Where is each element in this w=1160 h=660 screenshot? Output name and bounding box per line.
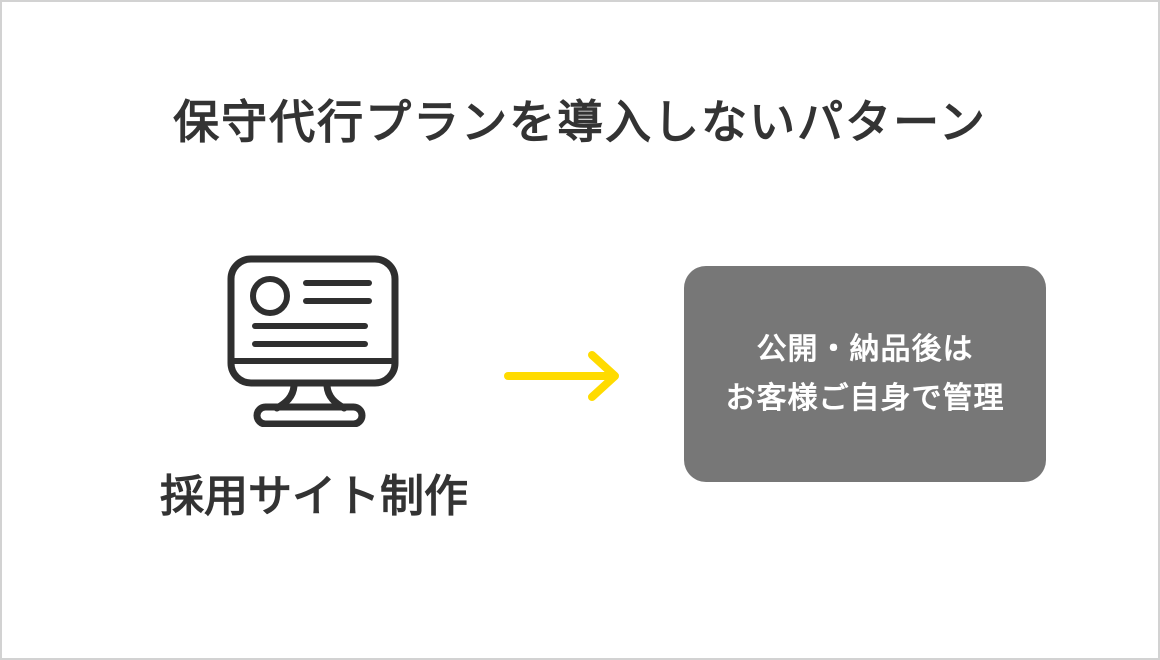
result-box-line2: お客様ご自身で管理 xyxy=(725,382,1005,415)
result-box-line1: 公開・納品後は xyxy=(756,333,974,366)
source-step-label: 採用サイト制作 xyxy=(160,472,468,521)
website-monitor-icon xyxy=(227,255,399,427)
flow-arrow-right-icon xyxy=(504,351,619,401)
diagram-title: 保守代行プランを導入しないパターン xyxy=(173,96,987,148)
result-box: 公開・納品後は お客様ご自身で管理 xyxy=(684,266,1046,482)
